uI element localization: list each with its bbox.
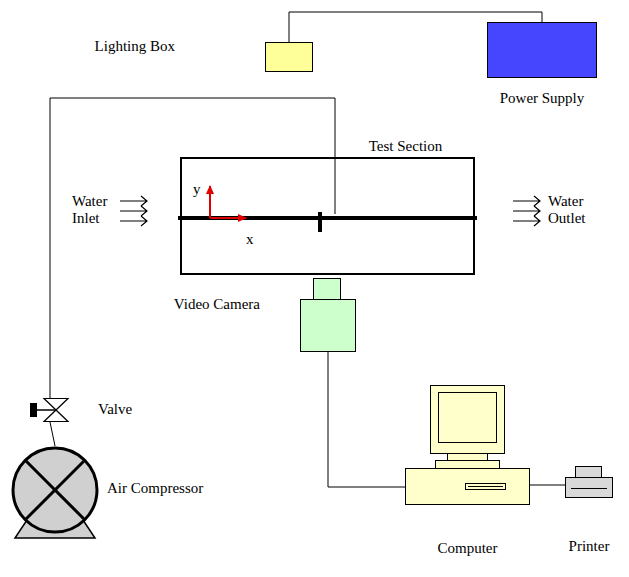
lighting-box: Lighting Box [265,42,313,72]
test-section: Test Section [180,157,475,275]
device-label: Test Section [369,138,443,155]
computer-shape [405,385,530,505]
device-label: Computer [438,540,498,557]
valve: Valve [30,398,70,422]
test-section-shape [180,157,475,275]
computer: Computer [405,385,530,505]
device-label: Valve [98,401,132,418]
y-axis [209,186,211,218]
device-label: Lighting Box [95,38,175,55]
video-camera: Video Camera [300,278,356,352]
device-label: Air Compressor [107,480,203,497]
valve-shape [30,398,70,422]
connection-line [50,98,335,398]
device-label: Printer [569,538,610,555]
x-axis [210,217,246,219]
device-label: Video Camera [174,296,260,313]
connection-line [50,422,55,446]
power-supply-shape [487,22,597,78]
flow-label: Water Outlet [548,193,600,228]
air-compressor: Air Compressor [11,446,99,540]
connection-line [530,485,565,486]
video-camera-shape [300,278,356,352]
lighting-box-shape [265,42,313,72]
nozzle [318,212,322,232]
connection-line [328,352,405,487]
printer-shape [565,466,613,498]
axis-label: x [246,231,254,248]
flow-label: Water Inlet [72,193,116,228]
device-label: Power Supply [500,90,585,107]
axis-label: y [193,181,201,198]
printer: Printer [565,466,613,498]
air-compressor-shape [11,446,99,540]
plate [178,216,477,220]
water-arrows [120,196,540,226]
air-line [335,157,336,214]
power-supply: Power Supply [487,22,597,78]
